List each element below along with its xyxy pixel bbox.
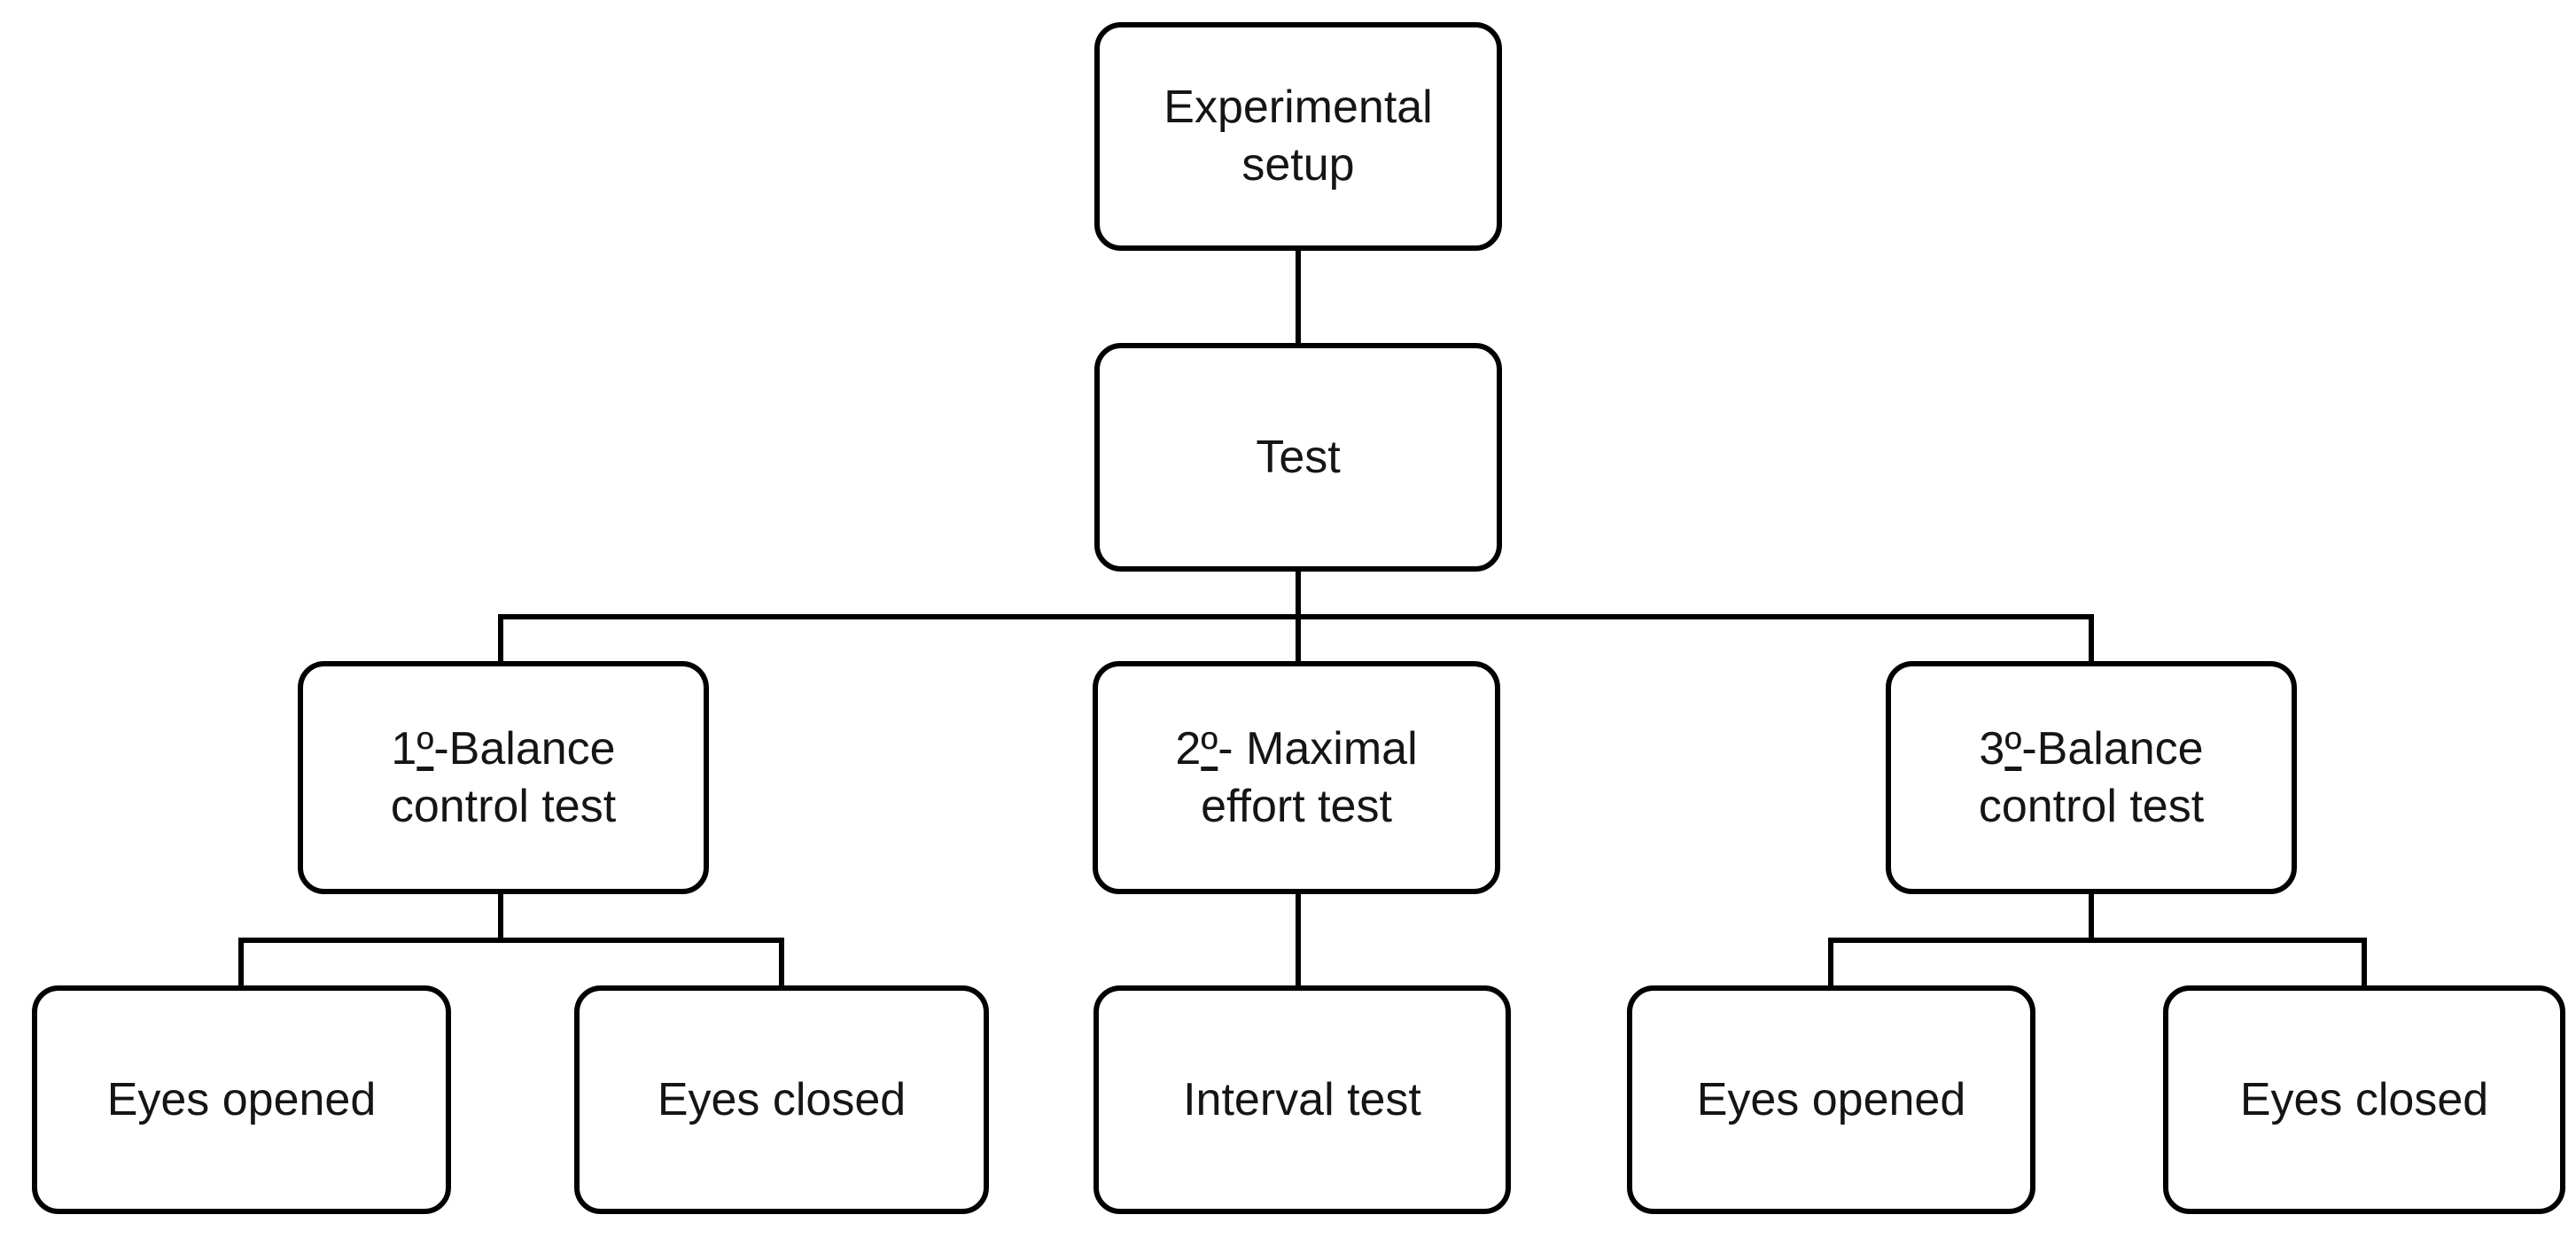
ordinal-indicator: º	[1201, 722, 1218, 775]
connector-branch3-to-eyes-closed	[2362, 938, 2367, 988]
node-test: Test	[1094, 343, 1502, 572]
node-eyes-opened-1-label: Eyes opened	[106, 1073, 377, 1125]
connector-branch1-bar	[238, 938, 784, 943]
connector-main-bar	[498, 614, 2094, 619]
node-maximal-effort-test: 2º- Maximal effort test	[1093, 661, 1500, 894]
connector-bar-to-branch3	[2089, 614, 2094, 664]
node-interval-test-label: Interval test	[1183, 1073, 1421, 1125]
connector-branch1-riser	[498, 894, 503, 943]
node-balance-control-test-1: 1º-Balance control test	[298, 661, 709, 894]
node-eyes-opened-1: Eyes opened	[32, 985, 451, 1214]
connector-branch3-riser	[2089, 894, 2094, 943]
node-eyes-opened-2: Eyes opened	[1627, 985, 2035, 1214]
connector-branch1-to-eyes-closed	[779, 938, 784, 988]
node-eyes-closed-2: Eyes closed	[2163, 985, 2565, 1214]
node-test-label: Test	[1256, 431, 1341, 483]
node-experimental-setup: Experimental setup	[1094, 22, 1502, 251]
connector-root-to-test	[1296, 248, 1301, 346]
node-interval-test: Interval test	[1093, 985, 1511, 1214]
node-eyes-closed-1-label: Eyes closed	[657, 1073, 907, 1125]
node-balance-control-test-3: 3º-Balance control test	[1886, 661, 2297, 894]
connector-branch1-to-eyes-opened	[238, 938, 244, 988]
node-experimental-setup-label: Experimental setup	[1163, 82, 1433, 191]
ordinal-indicator: º	[416, 722, 434, 775]
node-balance-control-test-3-label: 3º-Balance control test	[1978, 722, 2205, 832]
ordinal-indicator: º	[2004, 722, 2022, 775]
node-balance-control-test-1-label: 1º-Balance control test	[390, 722, 617, 832]
node-eyes-opened-2-label: Eyes opened	[1696, 1073, 1966, 1125]
node-maximal-effort-test-label: 2º- Maximal effort test	[1175, 722, 1418, 832]
node-eyes-closed-2-label: Eyes closed	[2239, 1073, 2489, 1125]
connector-bar-to-branch1	[498, 614, 503, 664]
connector-branch2-to-interval-test	[1296, 894, 1301, 988]
node-eyes-closed-1: Eyes closed	[574, 985, 989, 1214]
connector-branch3-to-eyes-opened	[1828, 938, 1833, 988]
connector-branch3-bar	[1828, 938, 2367, 943]
